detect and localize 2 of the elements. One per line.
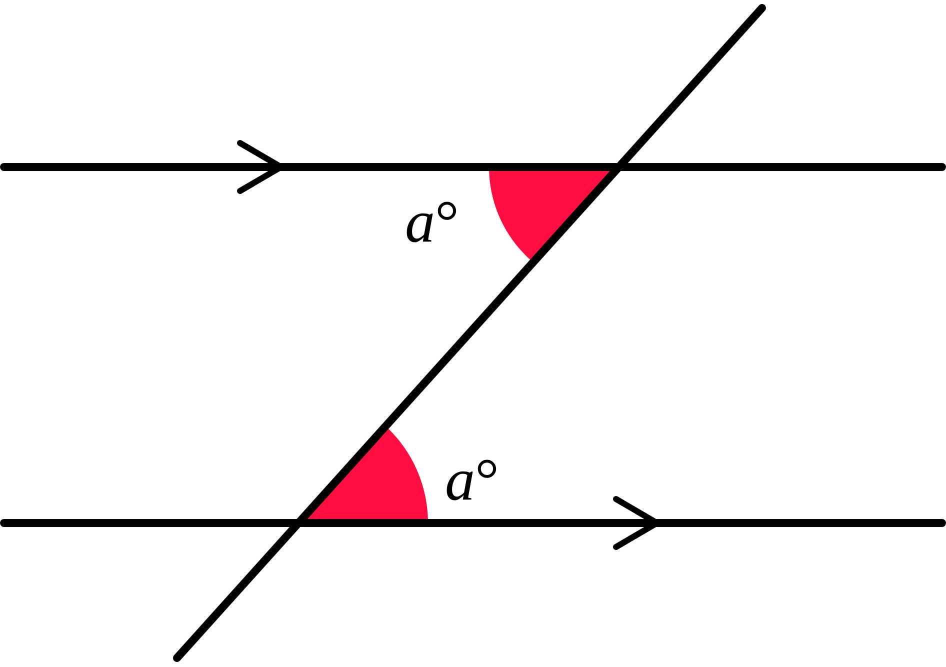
- angle-label: a°: [406, 202, 456, 242]
- angle-label: a°: [446, 460, 496, 500]
